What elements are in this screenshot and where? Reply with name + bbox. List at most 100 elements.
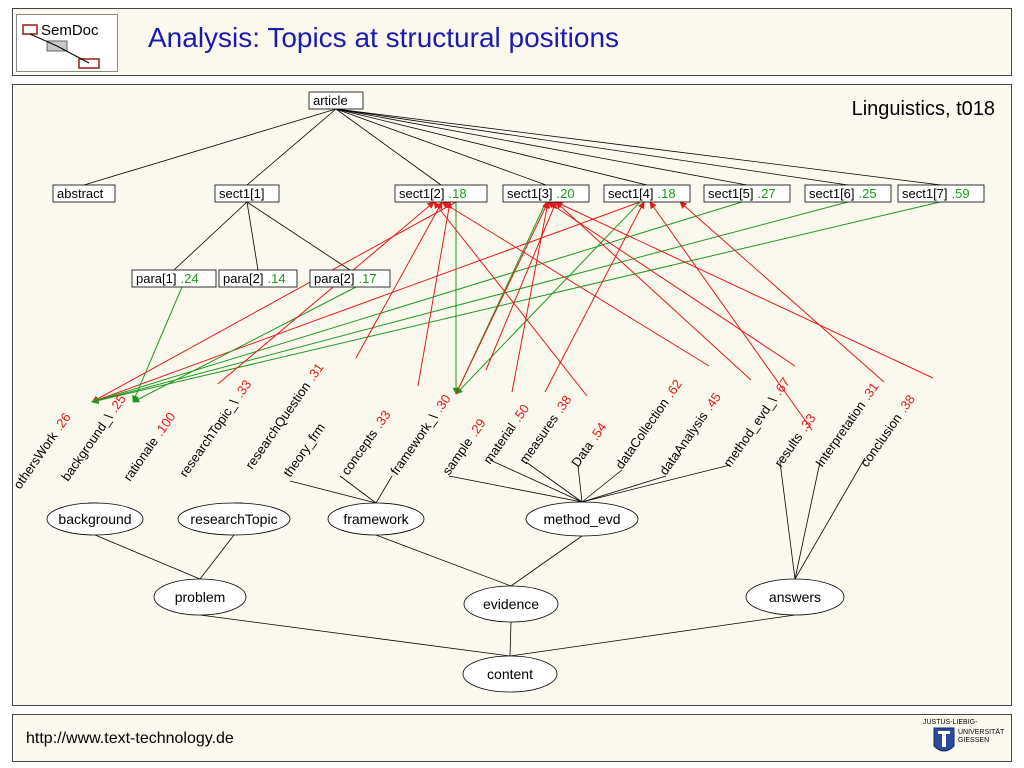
group-label: problem (175, 589, 226, 605)
topic-link-arrow (132, 286, 357, 403)
group-ellipse (463, 585, 559, 623)
group-node-framework: framework (327, 502, 425, 536)
topic-score: .45 (701, 390, 724, 413)
doc-node-score: .25 (859, 186, 877, 201)
group-ellipse (745, 578, 845, 616)
doc-tree-edge (173, 201, 248, 271)
topic-link-arrow (91, 201, 641, 404)
topic-score: .38 (552, 392, 575, 415)
semdoc-logo: SemDoc (16, 14, 118, 72)
topic-tree-edge (375, 475, 393, 504)
topic-link-arrow (132, 286, 183, 403)
topic-link-arrow (649, 201, 813, 431)
topic-score: .38 (895, 392, 918, 415)
group-node-method_evd: method_evd (525, 501, 639, 537)
topic-tree-edge (509, 621, 512, 657)
topic-label-sample: sample.29 (439, 416, 489, 478)
topic-tree-edge (289, 480, 377, 504)
topic-link-arrow (679, 201, 885, 383)
doc-node-s5: sect1[5].27 (703, 184, 791, 203)
topic-tree-edge (581, 469, 623, 503)
topic-tree-edge (581, 475, 667, 503)
doc-node-label: article (313, 93, 348, 108)
topic-tree-edge (489, 459, 583, 503)
topic-link-arrow (485, 201, 557, 371)
topic-score: .62 (662, 377, 685, 400)
topic-name: Data.54 (568, 420, 609, 470)
topic-link-arrow (555, 201, 934, 379)
topic-link-arrow (544, 201, 645, 393)
topic-tree-edge (510, 535, 583, 587)
doc-node-box (703, 184, 791, 203)
doc-tree-edge (246, 201, 351, 271)
topic-link-arrow (555, 201, 752, 381)
doc-node-label: abstract (57, 186, 104, 201)
doc-node-box (131, 269, 217, 288)
doc-node-p3: para[2].17 (309, 269, 391, 288)
topic-label-measures: measures.38 (516, 392, 574, 466)
topic-score: .30 (431, 392, 454, 415)
topic-score: .31 (304, 360, 327, 383)
topic-link-arrow (91, 201, 743, 404)
topic-link-arrow (455, 201, 549, 395)
doc-node-label: para[2].17 (314, 271, 377, 286)
doc-node-score: .18 (658, 186, 676, 201)
doc-tree-edge (335, 108, 648, 186)
doc-node-score: .18 (449, 186, 467, 201)
doc-node-box (897, 184, 985, 203)
doc-tree-edge (335, 108, 849, 186)
footer-panel (12, 714, 1012, 762)
group-ellipse (462, 655, 558, 693)
doc-node-box (308, 91, 364, 110)
doc-tree-edge (246, 201, 259, 271)
topic-tree-edge (448, 475, 583, 503)
topic-tree-edge (339, 475, 377, 504)
doc-tree-edge (83, 108, 337, 186)
topic-link-arrow (91, 201, 457, 403)
doc-node-score: .20 (557, 186, 575, 201)
doc-node-s4: sect1[4].18 (603, 184, 691, 203)
topic-link-arrow (455, 201, 641, 395)
topic-tree-edge (375, 534, 512, 587)
topic-name: theory_frm (280, 420, 328, 480)
topic-score: .29 (466, 416, 489, 439)
topic-label-background_: background_\.25 (58, 392, 129, 484)
topic-name: sample.29 (439, 416, 489, 478)
topic-link-arrow (91, 201, 941, 404)
topic-score: .33 (232, 377, 255, 400)
doc-node-label: sect1[6].25 (809, 186, 877, 201)
doc-node-s3: sect1[3].20 (502, 184, 590, 203)
doc-node-s7: sect1[7].59 (897, 184, 985, 203)
corpus-label: Linguistics, t018 (852, 98, 995, 120)
footer-url-link[interactable]: http://www.text-technology.de (26, 730, 234, 747)
doc-node-label: sect1[4].18 (608, 186, 676, 201)
doc-node-score: .14 (267, 271, 285, 286)
uni-line-2: UNIVERSITÄT (958, 728, 1005, 736)
doc-node-label: sect1[1] (219, 186, 265, 201)
semdoc-logo-graphic: SemDoc (22, 22, 100, 69)
topic-link-arrow (511, 201, 551, 393)
doc-tree-edge (246, 108, 337, 186)
topic-link-arrow (441, 201, 710, 367)
topic-score: .54 (587, 420, 610, 443)
group-ellipse (153, 578, 247, 616)
topic-link-arrow (417, 201, 453, 387)
topic-name: measures.38 (516, 392, 574, 466)
doc-node-label: sect1[3].20 (507, 186, 575, 201)
topic-tree-edge (199, 534, 235, 580)
doc-node-score: .27 (758, 186, 776, 201)
doc-node-p2: para[2].14 (218, 269, 298, 288)
group-ellipse (177, 502, 291, 536)
topic-tree-edge (581, 464, 731, 503)
topic-link-arrow (355, 201, 443, 359)
group-label: method_evd (543, 511, 620, 527)
page-title: Analysis: Topics at structural positions (148, 22, 620, 53)
group-node-evidence: evidence (463, 585, 559, 623)
topic-link-arrow (547, 201, 796, 367)
doc-node-article: article (308, 91, 364, 110)
doc-node-p1: para[1].24 (131, 269, 217, 288)
topic-name: researchQuestion.31 (242, 360, 326, 472)
group-ellipse (46, 502, 144, 536)
uni-line-3: GIESSEN (958, 737, 989, 744)
topic-score: .33 (796, 411, 819, 434)
